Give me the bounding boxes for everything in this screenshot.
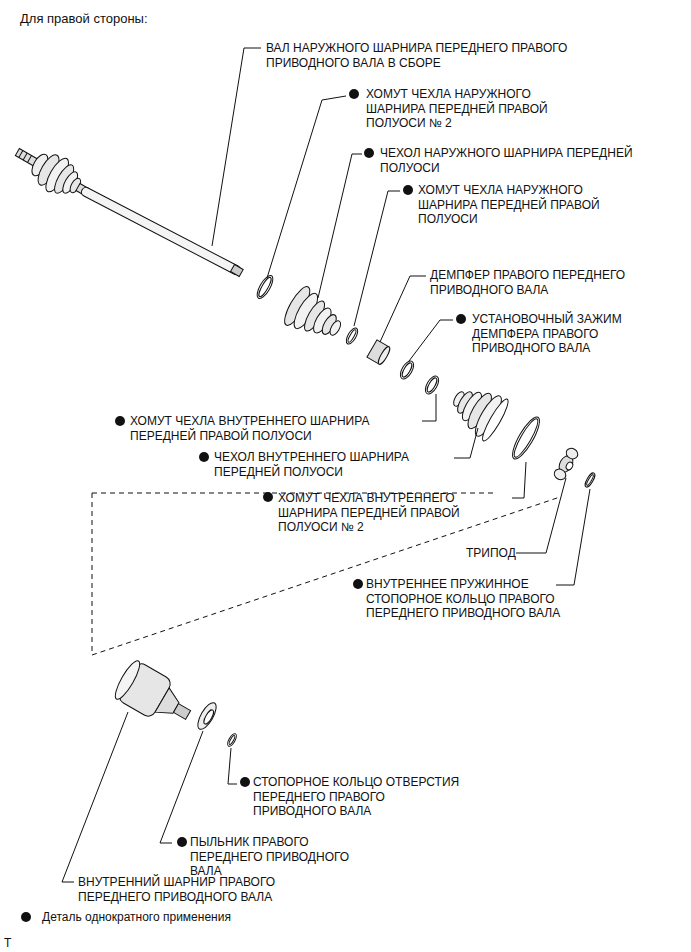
part-label: СТОПОРНОЕ КОЛЬЦО ОТВЕРСТИЯ ПЕРЕДНЕГО ПРА… <box>253 775 465 819</box>
part-label: ХОМУТ ЧЕХЛА ВНУТРЕННЕГО ШАРНИРА ПЕРЕДНЕЙ… <box>278 491 500 535</box>
part-label: ЧЕХОЛ ВНУТРЕННЕГО ШАРНИРА ПЕРЕДНЕЙ ПОЛУО… <box>214 450 450 479</box>
part-label: ХОМУТ ЧЕХЛА НАРУЖНОГО ШАРНИРА ПЕРЕДНЕЙ П… <box>418 183 600 227</box>
part-label: ТРИПОД <box>466 546 516 561</box>
legend-text: Деталь однократного применения <box>42 910 231 925</box>
part-label: ХОМУТ ЧЕХЛА НАРУЖНОГО ШАРНИРА ПЕРЕДНЕЙ П… <box>366 87 571 131</box>
part-label: ДЕМПФЕР ПРАВОГО ПЕРЕДНЕГО ПРИВОДНОГО ВАЛ… <box>430 268 686 297</box>
part-label: T <box>4 936 11 951</box>
part-label: ВНУТРЕННЕЕ ПРУЖИННОЕ СТОПОРНОЕ КОЛЬЦО ПР… <box>366 577 572 621</box>
part-label: ПЫЛЬНИК ПРАВОГО ПЕРЕДНЕГО ПРИВОДНОГО ВАЛ… <box>190 835 376 879</box>
diagram-title: Для правой стороны: <box>20 12 148 27</box>
part-label: ВАЛ НАРУЖНОГО ШАРНИРА ПЕРЕДНЕГО ПРАВОГО … <box>266 41 618 70</box>
part-label: ЧЕХОЛ НАРУЖНОГО ШАРНИРА ПЕРЕДНЕЙ ПОЛУОСИ <box>380 146 680 175</box>
part-label: ВНУТРЕННИЙ ШАРНИР ПРАВОГО ПЕРЕДНЕГО ПРИВ… <box>78 875 318 904</box>
part-label: ХОМУТ ЧЕХЛА ВНУТРЕННЕГО ШАРНИРА ПЕРЕДНЕЙ… <box>130 414 422 443</box>
part-label: УСТАНОВОЧНЫЙ ЗАЖИМ ДЕМПФЕРА ПРАВОГО ПРИВ… <box>472 312 640 356</box>
